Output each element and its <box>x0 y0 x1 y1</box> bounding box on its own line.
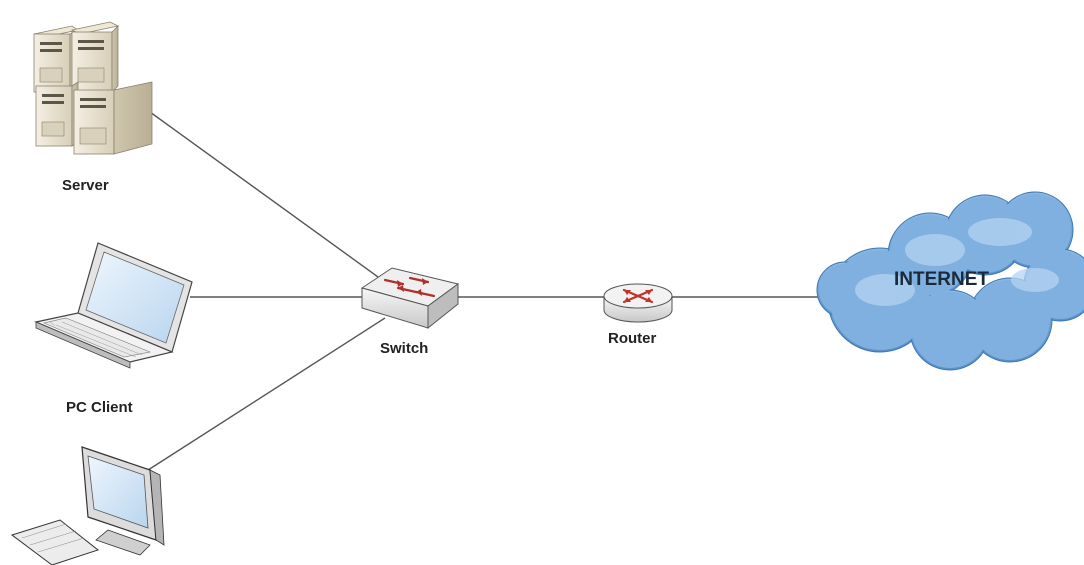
server-label: Server <box>62 177 109 194</box>
cloud-icon <box>816 191 1084 371</box>
connections <box>144 111 832 473</box>
server-tower-icon <box>32 21 153 155</box>
router-icon <box>603 283 673 323</box>
laptop-icon <box>34 242 193 369</box>
switch-node[interactable]: Switch <box>360 267 460 357</box>
internet-node[interactable]: INTERNET <box>816 191 1084 371</box>
edge-server-switch <box>149 111 386 283</box>
server-node[interactable]: Server <box>32 21 153 194</box>
desktop-node[interactable] <box>10 446 165 565</box>
router-label: Router <box>608 330 656 347</box>
pc-client-node[interactable]: PC Client <box>34 242 193 416</box>
router-node[interactable]: Router <box>603 283 673 347</box>
internet-label: INTERNET <box>894 269 989 290</box>
network-switch-icon <box>360 267 460 330</box>
edge-desktop-switch <box>144 317 386 473</box>
switch-label: Switch <box>380 340 428 357</box>
pc-client-label: PC Client <box>66 399 133 416</box>
desktop-computer-icon <box>10 446 165 565</box>
